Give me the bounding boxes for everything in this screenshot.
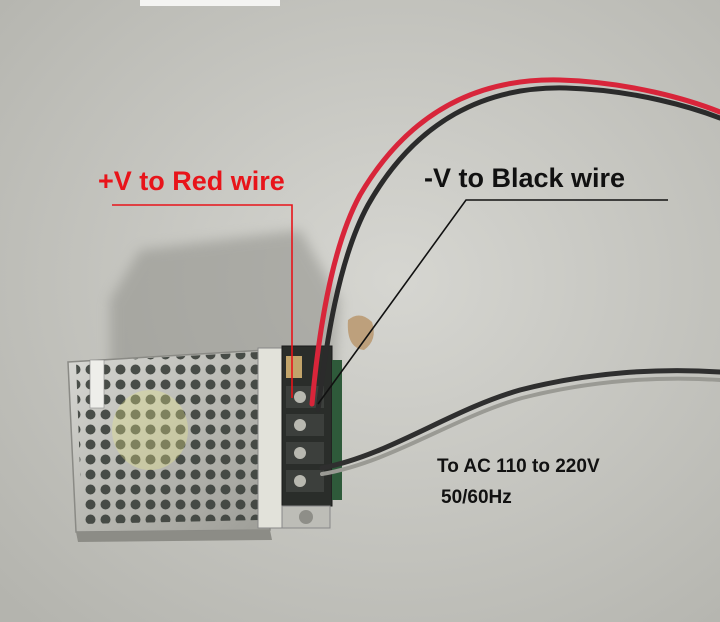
ac-cable-dark <box>319 368 720 471</box>
red-wire <box>309 77 720 407</box>
positive-terminal-label: +V to Red wire <box>98 166 285 196</box>
ac-cable-grey <box>320 376 720 476</box>
ac-input-label: To AC 110 to 220V <box>437 456 600 477</box>
negative-terminal-label: -V to Black wire <box>424 163 626 193</box>
power-supply-case <box>67 349 272 542</box>
black-wire <box>315 85 720 413</box>
negative-leader-line <box>317 199 668 405</box>
terminal-block <box>257 345 342 529</box>
top-light-strip <box>140 0 280 6</box>
ac-frequency-label: 50/60Hz <box>441 487 512 508</box>
table-stain <box>347 315 374 350</box>
positive-leader-line <box>112 204 293 398</box>
